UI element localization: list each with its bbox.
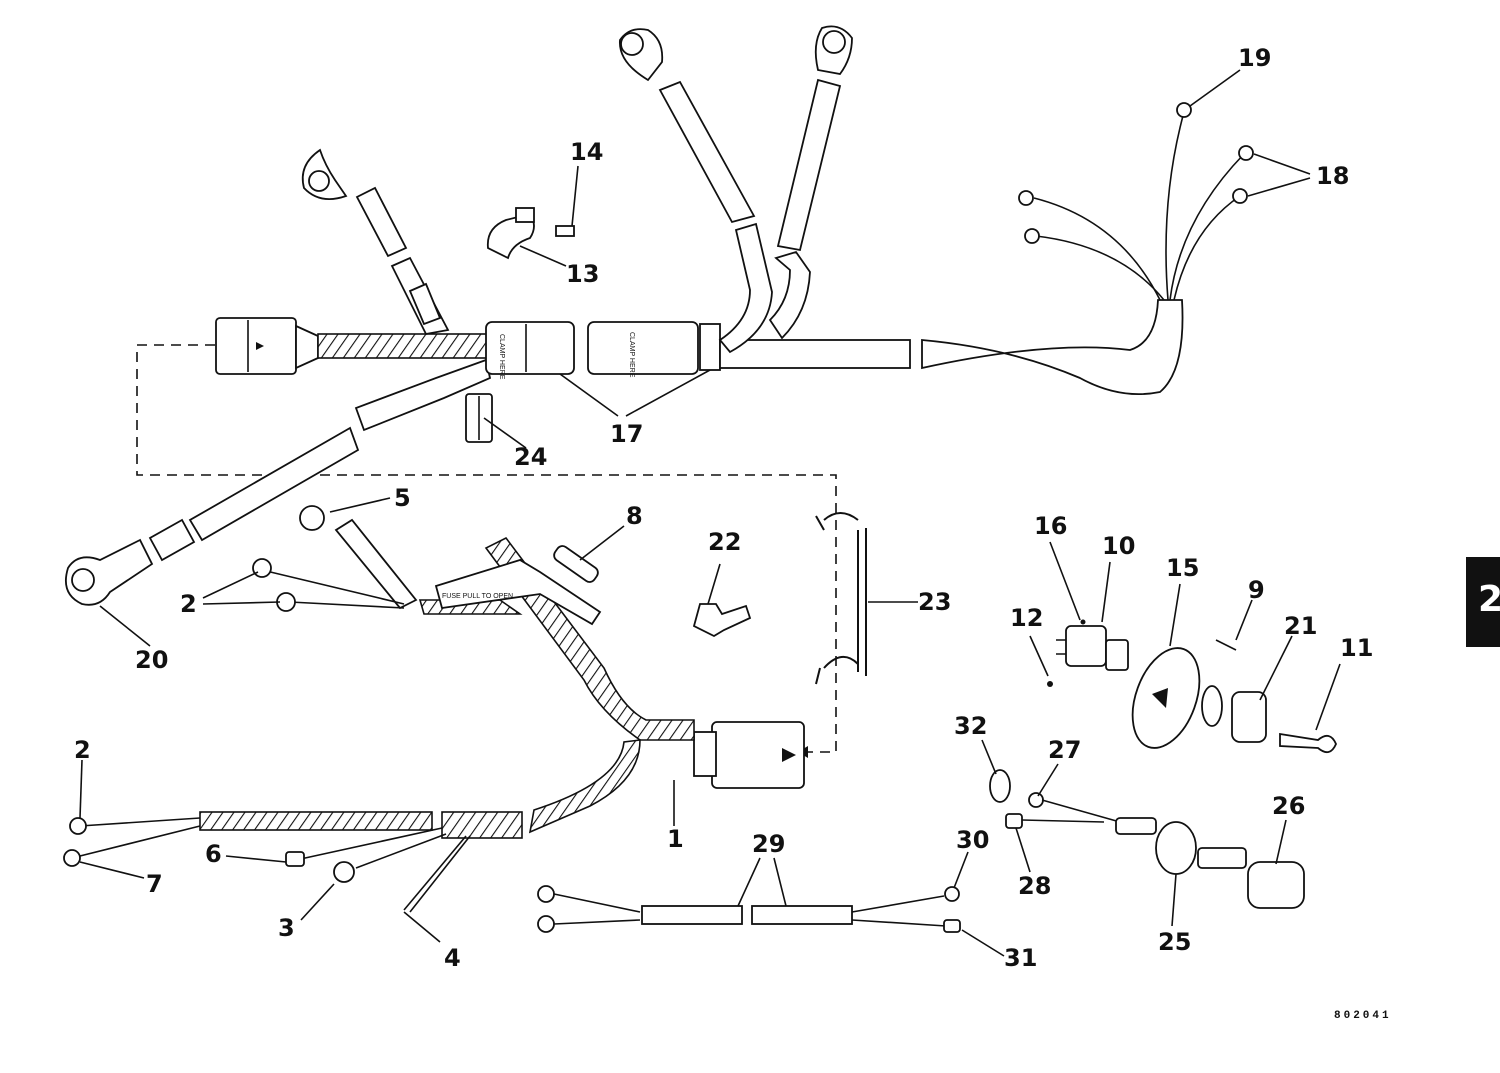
callout-12: 12 bbox=[1010, 604, 1043, 632]
callout-1: 1 bbox=[667, 825, 684, 853]
callout-26: 26 bbox=[1272, 792, 1305, 820]
callout-31: 31 bbox=[1004, 944, 1037, 972]
callout-10: 10 bbox=[1102, 532, 1135, 560]
callout-8: 8 bbox=[626, 502, 643, 530]
callout-17: 17 bbox=[610, 420, 643, 448]
choke-switch-assembly bbox=[989, 769, 1305, 909]
callout-4: 4 bbox=[444, 944, 461, 972]
upper-harness: CLAMP HERE CLAMP HERE bbox=[64, 25, 1254, 606]
callout-25: 25 bbox=[1158, 928, 1191, 956]
screw-9 bbox=[1215, 639, 1237, 651]
callout-18: 18 bbox=[1316, 162, 1349, 190]
callout-20: 20 bbox=[135, 646, 168, 674]
callout-7: 7 bbox=[146, 870, 163, 898]
callout-22: 22 bbox=[708, 528, 741, 556]
section-tab bbox=[1466, 557, 1500, 647]
callout-30: 30 bbox=[956, 826, 989, 854]
callout-13: 13 bbox=[566, 260, 599, 288]
callout-19: 19 bbox=[1238, 44, 1271, 72]
ignition-switch-assembly bbox=[1047, 619, 1337, 754]
callout-14: 14 bbox=[570, 138, 603, 166]
wire-fan bbox=[1018, 102, 1254, 301]
callout-28: 28 bbox=[1018, 872, 1051, 900]
svg-text:FUSE PULL TO OPEN: FUSE PULL TO OPEN bbox=[442, 593, 513, 600]
lower-harness: FUSE PULL TO OPEN bbox=[63, 505, 805, 913]
section-tab-number: 2 bbox=[1478, 579, 1500, 620]
callout-5: 5 bbox=[394, 484, 411, 512]
callout-32: 32 bbox=[954, 712, 987, 740]
jumper-29 bbox=[537, 885, 961, 933]
callout-6: 6 bbox=[205, 840, 222, 868]
callout-23: 23 bbox=[918, 588, 951, 616]
terminal-27 bbox=[1028, 792, 1044, 808]
callout-labels: 1 2 2 3 4 5 6 7 8 9 10 11 12 13 14 15 16… bbox=[74, 44, 1373, 972]
switch-10 bbox=[1065, 625, 1107, 667]
bracket-22 bbox=[692, 603, 752, 638]
terminal-28 bbox=[1005, 813, 1023, 829]
fuse-holder bbox=[434, 559, 602, 626]
callout-16: 16 bbox=[1034, 512, 1067, 540]
cap-21 bbox=[1231, 691, 1267, 743]
washer-12 bbox=[1047, 681, 1053, 687]
callout-29: 29 bbox=[752, 830, 785, 858]
clamp-collar-2 bbox=[587, 321, 699, 375]
nut-ring bbox=[1201, 685, 1223, 727]
callout-27: 27 bbox=[1048, 736, 1081, 764]
washer-32 bbox=[989, 769, 1011, 803]
switch-26 bbox=[1247, 861, 1305, 909]
hook-23 bbox=[815, 512, 867, 685]
callout-15: 15 bbox=[1166, 554, 1199, 582]
figure-code: 802041 bbox=[1334, 1010, 1392, 1022]
callout-11: 11 bbox=[1340, 634, 1373, 662]
svg-text:CLAMP HERE: CLAMP HERE bbox=[498, 334, 505, 380]
ring-25 bbox=[1155, 821, 1197, 875]
leader-lines bbox=[79, 69, 1341, 957]
clamp-screw bbox=[555, 225, 575, 237]
key-11 bbox=[1279, 732, 1337, 754]
callout-2a: 2 bbox=[180, 590, 197, 618]
callout-24: 24 bbox=[514, 443, 547, 471]
nut-16 bbox=[1080, 619, 1086, 625]
clamp-part bbox=[486, 212, 535, 260]
svg-text:CLAMP HERE: CLAMP HERE bbox=[628, 332, 635, 378]
callout-2b: 2 bbox=[74, 736, 91, 764]
callout-3: 3 bbox=[278, 914, 295, 942]
callout-21: 21 bbox=[1284, 612, 1317, 640]
callout-9: 9 bbox=[1248, 576, 1265, 604]
clamp-collar-1 bbox=[485, 321, 575, 375]
fuse bbox=[553, 545, 599, 583]
